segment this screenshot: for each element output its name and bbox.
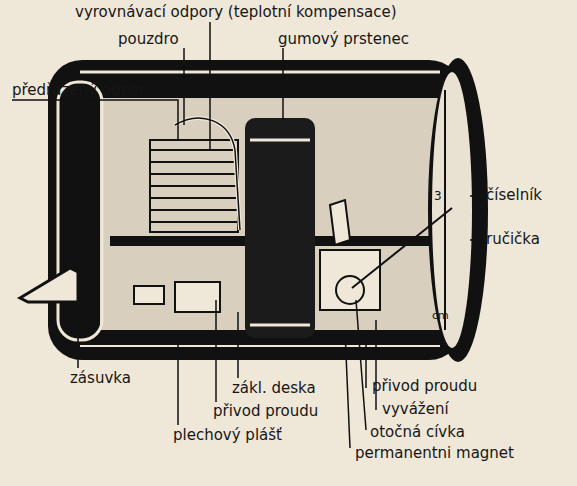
movement-frame (320, 250, 380, 310)
resistor-stack (150, 140, 238, 232)
part-label: otočná cívka (370, 424, 465, 441)
part-label: permanentni magnet (355, 445, 514, 462)
part-label: ručička (486, 231, 540, 248)
shell-highlight (80, 71, 440, 74)
glass-edge (444, 90, 446, 330)
base-block (175, 282, 220, 312)
dial-number: 3 (434, 190, 442, 203)
part-label: vyvážení (382, 401, 449, 418)
part-label: přivod proudu (372, 378, 477, 395)
cylinder-band (250, 140, 310, 325)
magnet-cylinder (245, 118, 315, 338)
needle (352, 208, 452, 288)
part-label: číselník (486, 187, 542, 204)
part-label: zásuvka (70, 370, 131, 387)
part-label: zákl. deska (232, 380, 316, 397)
leader-lines (12, 22, 482, 448)
part-label: vyrovnávací odpory (teplotní kompensace) (75, 4, 397, 21)
dial-unit: cm (432, 310, 449, 322)
dial-face (432, 72, 472, 348)
meter-body (48, 60, 463, 360)
shell-highlight (80, 345, 440, 347)
wire (175, 118, 240, 230)
socket-pin (134, 286, 164, 304)
front-rim (428, 58, 488, 362)
part-label: plechový plášť (173, 427, 282, 444)
part-label: gumový prstenec (278, 31, 409, 48)
part-label: přivod proudu (213, 403, 318, 420)
wire (175, 118, 240, 230)
part-label: pouzdro (118, 31, 179, 48)
socket-plate (20, 268, 78, 302)
part-label: předřazený odpor (12, 82, 145, 99)
moving-coil (336, 276, 364, 304)
balance-weight (330, 200, 350, 245)
